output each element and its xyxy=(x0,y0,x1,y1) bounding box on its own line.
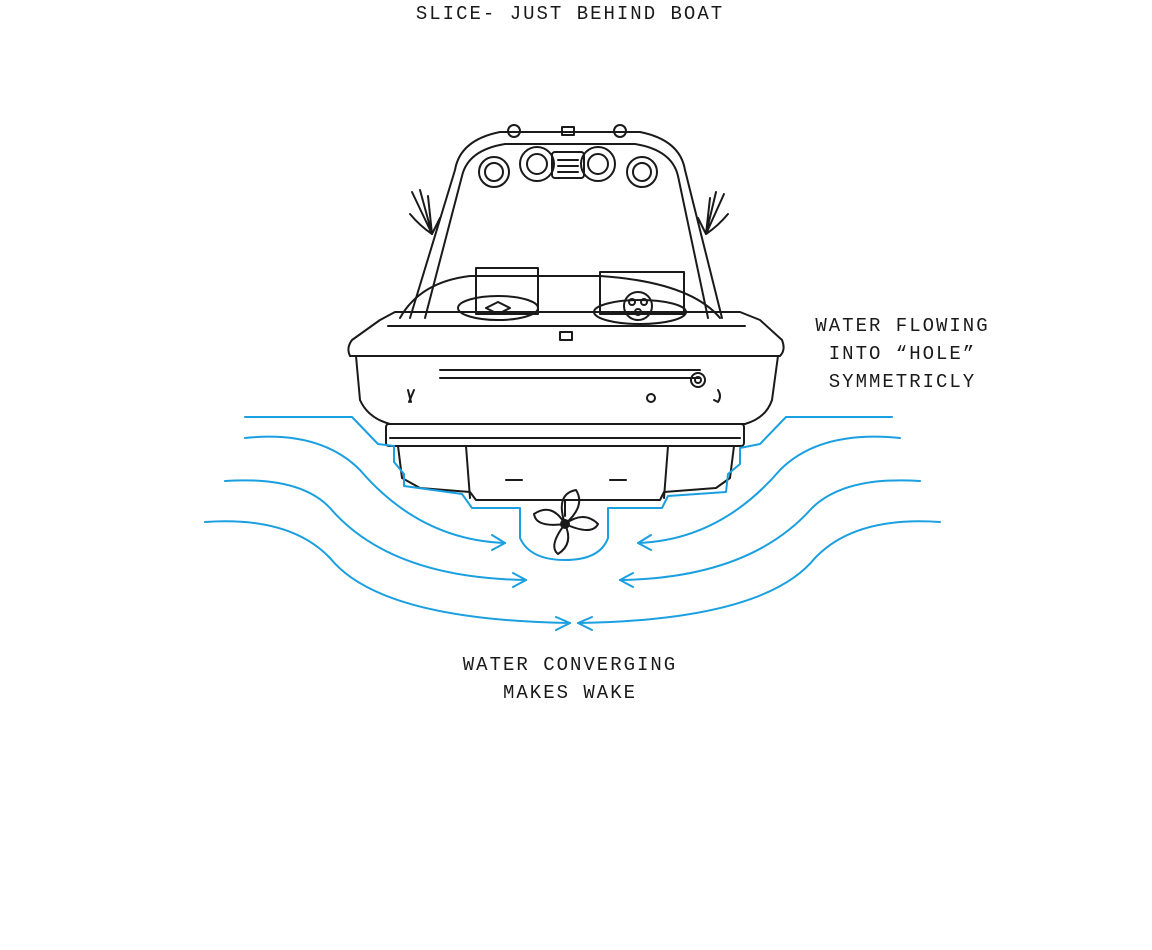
boat-drawing xyxy=(347,124,785,555)
arrowhead-right-1 xyxy=(637,534,652,551)
water-converging-line-2: MAKES WAKE xyxy=(502,682,638,704)
arrowhead-right-2 xyxy=(619,572,634,588)
propeller xyxy=(533,489,599,555)
hull-waterline xyxy=(244,416,893,561)
arrowhead-left-2 xyxy=(512,572,527,588)
flow-stream-right-1 xyxy=(637,435,901,544)
board-rack-left xyxy=(409,189,441,235)
diagram-title: SLICE- JUST BEHIND BOAT xyxy=(415,3,725,25)
flow-stream-left-1 xyxy=(244,435,506,544)
water-flowing-annotation: WATER FLOWING INTO “HOLE” SYMMETRICLY xyxy=(780,312,1025,396)
flow-stream-left-2 xyxy=(224,479,527,581)
board-rack-right xyxy=(697,191,729,235)
water-flowing-line-3: SYMMETRICLY xyxy=(828,371,977,393)
flow-stream-right-2 xyxy=(619,479,921,581)
water-converging-annotation: WATER CONVERGING MAKES WAKE xyxy=(400,651,740,707)
flow-stream-right-3 xyxy=(577,520,941,624)
tower-speakers xyxy=(478,146,658,188)
arrowhead-left-3 xyxy=(555,616,571,631)
water-flowing-line-1: WATER FLOWING xyxy=(815,315,990,337)
water-flowing-line-2: INTO “HOLE” xyxy=(828,343,977,365)
water-converging-line-1: WATER CONVERGING xyxy=(462,654,678,676)
arrowhead-left-1 xyxy=(491,534,506,551)
arrowhead-right-3 xyxy=(577,616,593,631)
water-flow-lines xyxy=(204,416,941,631)
flow-stream-left-3 xyxy=(204,520,571,624)
